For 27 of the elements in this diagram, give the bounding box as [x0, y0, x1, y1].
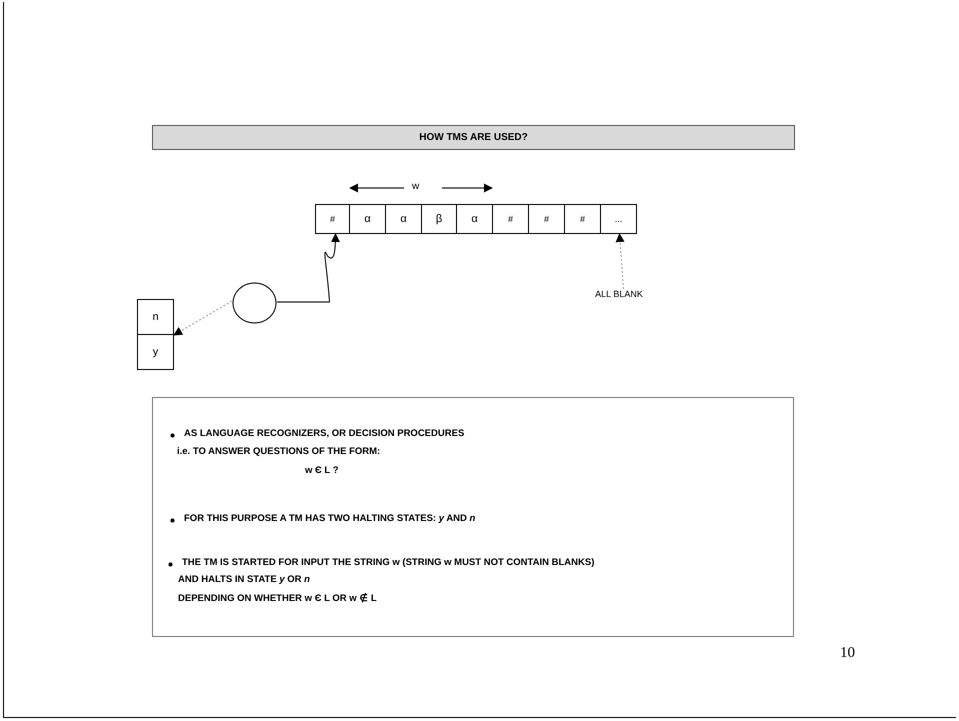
bullet-text: DEPENDING ON WHETHER w Є L OR w ∉ L	[178, 592, 377, 604]
label-text: w	[412, 181, 420, 192]
bullet-text: i.e. TO ANSWER QUESTIONS OF THE FORM:	[177, 446, 380, 457]
tape-cell: #	[492, 204, 529, 234]
leader-line	[616, 233, 625, 290]
tape-cell: α	[349, 204, 386, 234]
tape-cell: #	[564, 204, 601, 234]
tape-cell: α	[456, 204, 493, 234]
state-circle	[232, 282, 277, 324]
leader-line	[173, 300, 232, 336]
tape-cell: #	[315, 204, 350, 234]
page-number: 10	[840, 645, 855, 662]
title-band: HOW TMS ARE USED?	[152, 125, 795, 150]
halting-state-box: y	[137, 334, 174, 370]
tape-cell: β	[421, 204, 457, 234]
bullet-text: FOR THIS PURPOSE A TM HAS TWO HALTING STATES: y AND n	[184, 513, 476, 524]
text-panel	[152, 397, 794, 637]
bullet-text: THE TM IS STARTED FOR INPUT THE STRING w (STRING w MUST NOT CONTAIN BLANKS)	[182, 557, 594, 568]
tape-cell: α	[385, 204, 422, 234]
annotation-text: ALL BLANK	[578, 289, 660, 305]
bullet-text: AND HALTS IN STATE y OR n	[178, 574, 310, 585]
bullet-text: w Є L ?	[305, 465, 339, 476]
halting-state-box: n	[137, 299, 174, 335]
bullet-text: AS LANGUAGE RECOGNIZERS, OR DECISION PROCEDURES	[184, 428, 464, 439]
arrow	[276, 233, 340, 302]
tape-cell: #	[528, 204, 565, 234]
tape-cell: ...	[600, 204, 637, 234]
